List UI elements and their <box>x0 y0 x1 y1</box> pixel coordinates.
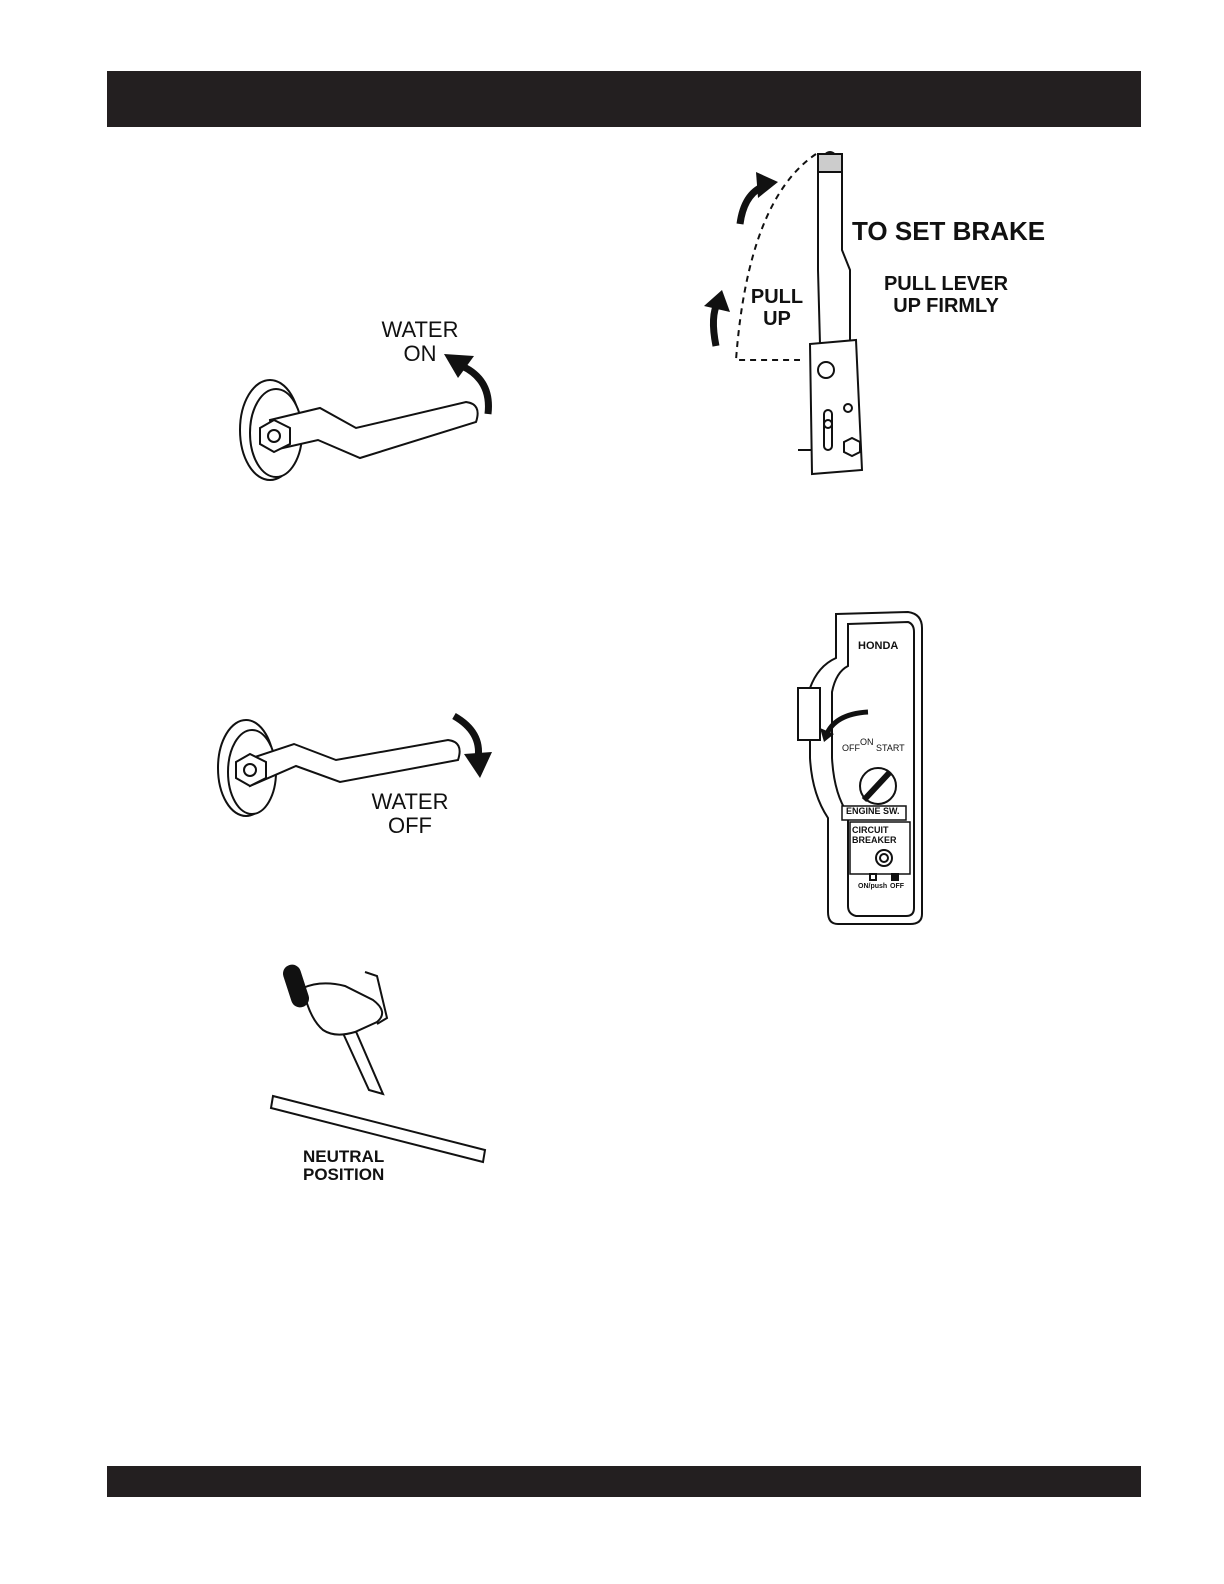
breaker-on-label: ON/push <box>858 883 887 891</box>
footer-bar <box>107 1466 1141 1497</box>
switch-on-label: ON <box>860 738 874 748</box>
circuit-breaker-label: CIRCUIT BREAKER <box>852 826 897 845</box>
pull-up-label: PULL UP <box>746 287 808 330</box>
neutral-label: NEUTRAL POSITION <box>303 1148 384 1185</box>
water-off-label: WATER OFF <box>365 790 455 838</box>
neutral-line2: POSITION <box>303 1166 384 1184</box>
water-off-line1: WATER <box>365 790 455 814</box>
engine-switch-figure: HONDA OFF ON START ENGINE SW. CIRCUIT BR… <box>790 608 930 930</box>
engine-switch-panel-illustration <box>790 608 930 930</box>
water-on-figure: WATER ON <box>230 310 520 490</box>
circuit-breaker-line2: BREAKER <box>852 836 897 846</box>
water-on-line2: ON <box>375 342 465 366</box>
water-on-label: WATER ON <box>375 318 465 366</box>
honda-logo: HONDA <box>858 641 898 653</box>
brake-instruction-line1: PULL LEVER <box>876 274 1016 296</box>
switch-off-label: OFF <box>842 744 860 754</box>
engine-sw-label: ENGINE SW. <box>846 807 900 817</box>
header-bar <box>107 71 1141 127</box>
neutral-line1: NEUTRAL <box>303 1148 384 1166</box>
brake-instruction-line2: UP FIRMLY <box>876 296 1016 318</box>
brake-figure: PULL UP TO SET BRAKE PULL LEVER UP FIRML… <box>700 130 1100 480</box>
breaker-off-label: OFF <box>890 883 904 891</box>
curved-arrow-down-icon <box>210 700 510 850</box>
water-off-figure: WATER OFF <box>210 700 510 850</box>
water-off-line2: OFF <box>365 814 455 838</box>
pull-up-line1: PULL <box>746 287 808 309</box>
pull-up-line2: UP <box>746 309 808 331</box>
brake-instruction: PULL LEVER UP FIRMLY <box>876 274 1016 317</box>
neutral-position-figure: NEUTRAL POSITION <box>265 960 495 1190</box>
water-on-line1: WATER <box>375 318 465 342</box>
switch-start-label: START <box>876 744 905 754</box>
brake-title: TO SET BRAKE <box>852 217 1045 245</box>
